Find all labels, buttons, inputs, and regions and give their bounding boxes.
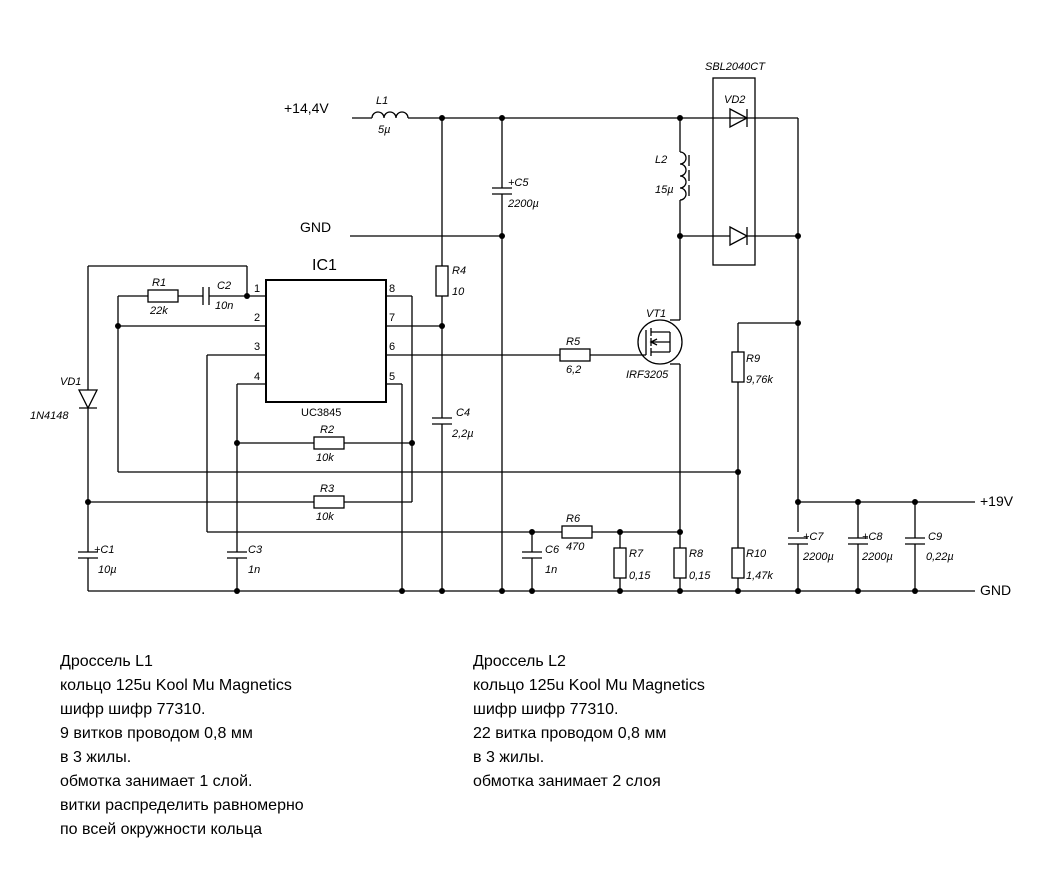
schematic-diagram: +14,4V GND +19V GND IC1 UC3845 1 2 3 4 8…: [30, 61, 1014, 598]
vt1-ref: VT1: [646, 308, 666, 320]
resistor-r3: [313, 495, 345, 509]
c8-ref: +C8: [862, 531, 883, 543]
vd2-value: SBL2040CT: [705, 61, 766, 73]
note-line: 9 витков проводом 0,8 мм: [60, 725, 253, 742]
inductor-l2: [679, 151, 687, 201]
note-line: обмотка занимает 1 слой.: [60, 773, 253, 790]
ic1-pin-6: 6: [389, 341, 395, 353]
r7-value: 0,15: [629, 570, 651, 582]
resistor-r4: [435, 265, 449, 297]
resistor-r5: [559, 348, 591, 362]
ic1-pin-3: 3: [254, 341, 260, 353]
ic1-pin-1: 1: [254, 283, 260, 295]
c8-value: 2200µ: [861, 551, 893, 563]
c3-value: 1n: [248, 564, 260, 576]
resistor-r8: [673, 547, 687, 579]
note-line: обмотка занимает 2 слоя: [473, 773, 661, 790]
ic1-part: UC3845: [301, 407, 341, 419]
label-gnd-bottom: GND: [980, 582, 1011, 598]
diode-vd1: [77, 389, 99, 410]
vd1-ref: VD1: [60, 376, 81, 388]
note-line: Дроссель L2: [473, 653, 566, 670]
r4-ref: R4: [452, 265, 466, 277]
inductor-l1: [371, 111, 409, 119]
c9-ref: C9: [928, 531, 942, 543]
note-line: в 3 жилы.: [60, 749, 132, 766]
note-line: в 3 жилы.: [473, 749, 545, 766]
ic1-pin-4: 4: [254, 371, 260, 383]
ic1-pin-5: 5: [389, 371, 395, 383]
resistor-r7: [613, 547, 627, 579]
r1-value: 22k: [149, 305, 168, 317]
label-vout: +19V: [980, 493, 1014, 509]
note-line: шифр шифр 77310.: [473, 701, 619, 718]
c4-ref: C4: [456, 407, 470, 419]
r5-ref: R5: [566, 336, 581, 348]
r9-value: 9,76k: [746, 374, 773, 386]
r8-ref: R8: [689, 548, 704, 560]
mosfet-vt1: [637, 319, 683, 365]
r2-value: 10k: [316, 452, 334, 464]
r6-ref: R6: [566, 513, 581, 525]
diode-package-vd2: [712, 77, 756, 266]
c2-ref: C2: [217, 280, 231, 292]
l1-ref: L1: [376, 95, 388, 107]
ic1-pin-8: 8: [389, 283, 395, 295]
vd1-value: 1N4148: [30, 410, 69, 422]
resistor-r2: [313, 436, 345, 450]
ic1-ref: IC1: [312, 257, 337, 274]
c2-value: 10n: [215, 300, 233, 312]
c9-value: 0,22µ: [926, 551, 954, 563]
note-line: витки распределить равномерно: [60, 797, 304, 814]
c4-value: 2,2µ: [451, 428, 474, 440]
ic1-pin-2: 2: [254, 312, 260, 324]
note-line: кольцо 125u Kool Mu Magnetics: [473, 677, 705, 694]
c6-value: 1n: [545, 564, 557, 576]
l1-value: 5µ: [378, 124, 390, 136]
notes-l2: Дроссель L2 кольцо 125u Kool Mu Magnetic…: [473, 650, 705, 794]
r7-ref: R7: [629, 548, 644, 560]
r8-value: 0,15: [689, 570, 711, 582]
c7-ref: +C7: [803, 531, 824, 543]
ic1-pin-7: 7: [389, 312, 395, 324]
c1-ref: +C1: [94, 544, 115, 556]
c5-value: 2200µ: [507, 198, 539, 210]
c3-ref: C3: [248, 544, 263, 556]
r3-ref: R3: [320, 483, 335, 495]
r10-value: 1,47k: [746, 570, 773, 582]
l2-ref: L2: [655, 154, 667, 166]
note-line: по всей окружности кольца: [60, 821, 263, 838]
r10-ref: R10: [746, 548, 767, 560]
r2-ref: R2: [320, 424, 334, 436]
r3-value: 10k: [316, 511, 334, 523]
note-line: 22 витка проводом 0,8 мм: [473, 725, 667, 742]
c5-ref: +C5: [508, 177, 529, 189]
ic1-body: [265, 279, 387, 403]
r1-ref: R1: [152, 277, 166, 289]
label-vin: +14,4V: [284, 100, 329, 116]
r6-value: 470: [566, 541, 585, 553]
r4-value: 10: [452, 286, 465, 298]
note-line: шифр шифр 77310.: [60, 701, 206, 718]
notes-l1: Дроссель L1 кольцо 125u Kool Mu Magnetic…: [60, 650, 304, 842]
vt1-value: IRF3205: [626, 369, 669, 381]
resistor-r6: [561, 525, 593, 539]
resistor-r1: [147, 289, 179, 303]
vd2-ref: VD2: [724, 94, 745, 106]
note-line: кольцо 125u Kool Mu Magnetics: [60, 677, 292, 694]
resistor-r10: [731, 547, 745, 579]
c7-value: 2200µ: [802, 551, 834, 563]
c6-ref: C6: [545, 544, 560, 556]
l2-value: 15µ: [655, 184, 674, 196]
r5-value: 6,2: [566, 364, 581, 376]
label-gnd-top: GND: [300, 219, 331, 235]
junction-dots: [85, 115, 918, 594]
c1-value: 10µ: [98, 564, 117, 576]
r9-ref: R9: [746, 353, 760, 365]
resistor-r9: [731, 351, 745, 383]
note-line: Дроссель L1: [60, 653, 153, 670]
